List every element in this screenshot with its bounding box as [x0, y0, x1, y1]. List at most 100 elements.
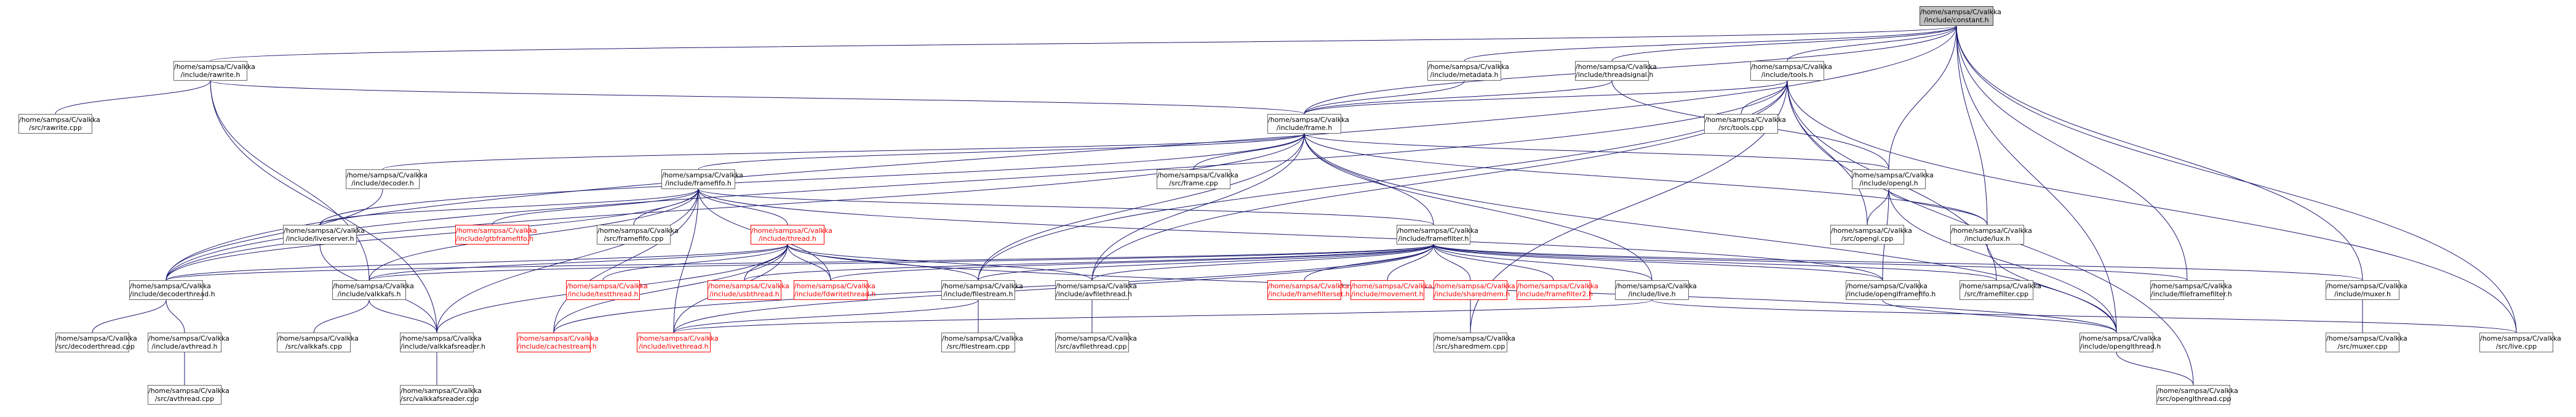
- edge-openglcpp-to-toolsh: [1784, 75, 1868, 225]
- node-lux-h[interactable]: /home/sampsa/C/valkka/include/lux.h: [1950, 225, 2032, 245]
- edge-muxerh-to-framefilterh: [1430, 238, 2363, 281]
- edge-threadh-to-framefifoh: [695, 183, 788, 225]
- node-file-path: /include/valkkafsreader.h: [401, 342, 485, 350]
- edge-liveh-to-frameh: [1301, 128, 1653, 281]
- edge-framefifoh-to-frameh: [698, 128, 1307, 170]
- edge-valkkafsreaderh-to-valkkafsh: [366, 294, 437, 333]
- node-path-prefix: /home/sampsa/C/valkka: [1351, 282, 1432, 290]
- node-valkkafs-cpp[interactable]: /home/sampsa/C/valkka/src/valkkafs.cpp: [277, 333, 359, 352]
- node-path-prefix: /home/sampsa/C/valkka: [1056, 334, 1137, 342]
- node-frame-h[interactable]: /home/sampsa/C/valkka/include/frame.h: [1267, 114, 1349, 134]
- node-fileframefilter-h[interactable]: /home/sampsa/C/valkka/include/fileframef…: [2150, 280, 2232, 300]
- edge-filestreamh-to-frameh: [978, 128, 1307, 281]
- node-sharedmem-h[interactable]: /home/sampsa/C/valkka/include/sharedmem.…: [1434, 280, 1515, 300]
- node-opengl-h[interactable]: /home/sampsa/C/valkka/include/opengl.h: [1852, 169, 1934, 189]
- node-file-path: /include/gtbframefifo.h: [456, 235, 533, 243]
- node-frame-cpp[interactable]: /home/sampsa/C/valkka/src/frame.cpp: [1157, 169, 1238, 189]
- node-path-prefix: /home/sampsa/C/valkka: [284, 227, 365, 235]
- node-opengl-cpp[interactable]: /home/sampsa/C/valkka/src/opengl.cpp: [1830, 225, 1912, 245]
- node-filestream-h[interactable]: /home/sampsa/C/valkka/include/filestream…: [941, 280, 1023, 300]
- node-live-cpp[interactable]: /home/sampsa/C/valkka/src/live.cpp: [2479, 333, 2561, 352]
- node-live-h[interactable]: /home/sampsa/C/valkka/include/live.h: [1615, 280, 1697, 300]
- node-muxer-cpp[interactable]: /home/sampsa/C/valkka/src/muxer.cpp: [2326, 333, 2407, 352]
- node-file-path: /include/avfilethread.h: [1056, 290, 1132, 298]
- node-file-path: /src/rawrite.cpp: [29, 124, 82, 132]
- node-path-prefix: /home/sampsa/C/valkka: [637, 334, 719, 342]
- edge-fileframefilterh-to-root: [1953, 20, 2188, 281]
- node-file-path: /src/opengl.cpp: [1841, 235, 1894, 243]
- edge-cachestreamh-to-framefifoh: [553, 183, 701, 333]
- node-filestream-cpp[interactable]: /home/sampsa/C/valkka/src/filestream.cpp: [941, 333, 1023, 352]
- node-file-path: /include/framefilterset.h: [1268, 290, 1350, 298]
- node-movement-h[interactable]: /home/sampsa/C/valkka/include/movement.h: [1350, 280, 1432, 300]
- node-path-prefix: /home/sampsa/C/valkka: [794, 282, 875, 290]
- node-file-path: /include/live.h: [1628, 290, 1676, 298]
- node-path-prefix: /home/sampsa/C/valkka: [751, 227, 832, 235]
- node-avthread-h[interactable]: /home/sampsa/C/valkka/include/avthread.h: [148, 333, 229, 352]
- node-metadata-h[interactable]: /home/sampsa/C/valkka/include/metadata.h: [1427, 61, 1509, 81]
- edge-decoderthreadh-to-decoderh: [165, 183, 386, 281]
- node-path-prefix: /home/sampsa/C/valkka: [1056, 282, 1137, 290]
- node-path-prefix: /home/sampsa/C/valkka: [2326, 334, 2407, 342]
- edge-livecpp-to-toolsh: [1784, 75, 2517, 333]
- node-livethread-h[interactable]: /home/sampsa/C/valkka/include/livethread…: [637, 333, 719, 352]
- edge-livethreadh-to-framefifoh: [673, 183, 701, 333]
- node-file-path: /include/fdwritethread.h: [794, 290, 876, 298]
- edge-openglframefifoh-to-framefilterh: [1430, 238, 1883, 281]
- node-tools-h[interactable]: /home/sampsa/C/valkka/include/tools.h: [1750, 61, 1832, 81]
- edge-threadsignal-to-root: [1611, 20, 1960, 62]
- node-file-path: /src/frame.cpp: [1169, 179, 1218, 187]
- edge-openglthreadh-to-luxh: [1984, 238, 2117, 333]
- node-cachestream-h[interactable]: /home/sampsa/C/valkka/include/cachestrea…: [517, 333, 599, 352]
- node-rawrite-cpp[interactable]: /home/sampsa/C/valkka/src/rawrite.cpp: [18, 114, 100, 134]
- node-path-prefix: /home/sampsa/C/valkka: [148, 387, 229, 395]
- node-rawrite-h[interactable]: /home/sampsa/C/valkka/include/rawrite.h: [173, 61, 255, 81]
- node-gtbframefifo-h[interactable]: /home/sampsa/C/valkka/include/gtbframefi…: [455, 225, 537, 245]
- node-tools-cpp[interactable]: /home/sampsa/C/valkka/src/tools.cpp: [1704, 114, 1786, 134]
- node-path-prefix: /home/sampsa/C/valkka: [1846, 282, 1928, 290]
- node-decoder-h[interactable]: /home/sampsa/C/valkka/include/decoder.h: [346, 169, 428, 189]
- node-thread-h[interactable]: /home/sampsa/C/valkka/include/thread.h: [751, 225, 832, 245]
- edge-openglcpp-to-openglh: [1867, 183, 1892, 225]
- edge-liveserverh-to-framefifoh: [319, 183, 701, 225]
- node-path-prefix: /home/sampsa/C/valkka: [277, 334, 359, 342]
- node-file-path: /include/thread.h: [759, 235, 816, 243]
- node-threadsignal-h[interactable]: /home/sampsa/C/valkka/include/threadsign…: [1575, 61, 1657, 81]
- edge-framefilterh-to-frameh: [1301, 128, 1434, 225]
- node-framefilter2-h[interactable]: /home/sampsa/C/valkka/include/framefilte…: [1517, 280, 1598, 300]
- node-path-prefix: /home/sampsa/C/valkka: [1517, 282, 1598, 290]
- edge-framefilter2h-to-framefilterh: [1430, 238, 1554, 281]
- node-decoderthread-cpp[interactable]: /home/sampsa/C/valkka/src/decoderthread.…: [55, 333, 137, 352]
- node-fdwritethread-h[interactable]: /home/sampsa/C/valkka/include/fdwritethr…: [794, 280, 876, 300]
- node-sharedmem-cpp[interactable]: /home/sampsa/C/valkka/src/sharedmem.cpp: [1434, 333, 1515, 352]
- edge-decoderthreadh-to-framefilterh: [165, 238, 1437, 281]
- node-avfilethread-cpp[interactable]: /home/sampsa/C/valkka/src/avfilethread.c…: [1055, 333, 1137, 352]
- node-openglframefifo-h[interactable]: /home/sampsa/C/valkka/include/openglfram…: [1846, 280, 1936, 300]
- edge-openglh-to-frameh: [1301, 128, 1889, 170]
- node-muxer-h[interactable]: /home/sampsa/C/valkka/include/muxer.h: [2326, 280, 2407, 300]
- node-framefilterset-h[interactable]: /home/sampsa/C/valkka/include/framefilte…: [1267, 280, 1350, 300]
- node-valkkafsreader-h[interactable]: /home/sampsa/C/valkka/include/valkkafsre…: [400, 333, 485, 352]
- node-valkkafs-h[interactable]: /home/sampsa/C/valkka/include/valkkafs.h: [332, 280, 414, 300]
- node-liveserver-h[interactable]: /home/sampsa/C/valkka/include/liveserver…: [283, 225, 365, 245]
- node-testthread-h[interactable]: /home/sampsa/C/valkka/include/testthread…: [566, 280, 648, 300]
- node-path-prefix: /home/sampsa/C/valkka: [130, 282, 211, 290]
- node-framefilter-h[interactable]: /home/sampsa/C/valkka/include/framefilte…: [1397, 225, 1478, 245]
- node-path-prefix: /home/sampsa/C/valkka: [1576, 63, 1657, 71]
- node-path-prefix: /home/sampsa/C/valkka: [942, 334, 1023, 342]
- node-framefilter-cpp[interactable]: /home/sampsa/C/valkka/src/framefilter.cp…: [1960, 280, 2041, 300]
- node-framefifo-h[interactable]: /home/sampsa/C/valkka/include/framefifo.…: [661, 169, 743, 189]
- node-avthread-cpp[interactable]: /home/sampsa/C/valkka/src/avthread.cpp: [148, 385, 229, 405]
- node-path-prefix: /home/sampsa/C/valkka: [401, 387, 482, 395]
- node-valkkafsreader-cpp[interactable]: /home/sampsa/C/valkka/src/valkkafsreader…: [400, 385, 482, 405]
- node-avfilethread-h[interactable]: /home/sampsa/C/valkka/include/avfilethre…: [1055, 280, 1137, 300]
- node-file-path: /src/valkkafsreader.cpp: [401, 395, 479, 403]
- node-framefifo-cpp[interactable]: /home/sampsa/C/valkka/src/framefifo.cpp: [597, 225, 679, 245]
- node-usbthread-h[interactable]: /home/sampsa/C/valkka/include/usbthread.…: [708, 280, 789, 300]
- node-path-prefix: /home/sampsa/C/valkka: [333, 282, 414, 290]
- node-openglthread-cpp[interactable]: /home/sampsa/C/valkka/src/openglthread.c…: [2156, 385, 2238, 405]
- node-openglthread-h[interactable]: /home/sampsa/C/valkka/include/openglthre…: [2080, 333, 2161, 352]
- node-decoderthread-h[interactable]: /home/sampsa/C/valkka/include/decoderthr…: [129, 280, 215, 300]
- edge-decoderthreadh-to-root: [165, 20, 1960, 281]
- node-root[interactable]: /home/sampsa/C/valkka/include/constant.h: [1920, 6, 2001, 26]
